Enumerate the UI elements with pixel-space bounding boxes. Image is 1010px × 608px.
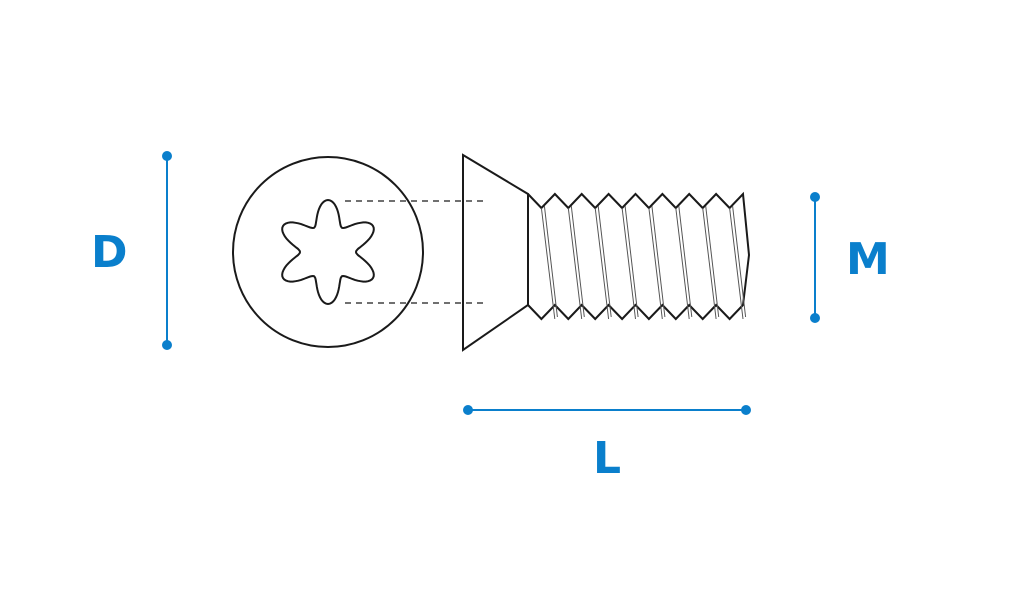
helix-line (621, 207, 636, 320)
helix-line (594, 207, 610, 320)
helix-line (648, 207, 663, 320)
dimension-m (810, 192, 820, 323)
helix-line (543, 205, 558, 318)
helix-line (729, 207, 744, 320)
helix-line (651, 205, 666, 318)
label-diameter: D (91, 227, 128, 278)
helix-line (624, 205, 639, 318)
helix-line (705, 205, 720, 318)
projection-lines (345, 200, 485, 304)
label-length: L (593, 433, 622, 484)
helix-line (702, 207, 717, 320)
helix-line (597, 205, 612, 318)
screw-head-top-view (232, 156, 424, 348)
helix-line (567, 207, 583, 320)
screw-thread (527, 191, 751, 321)
helix-line (678, 205, 693, 318)
helix-line (540, 207, 556, 320)
screw-head-side (462, 153, 529, 352)
helix-line (732, 205, 747, 318)
thread-helix-lines (540, 205, 747, 320)
helix-line (675, 207, 690, 320)
torx-drive-icon (281, 198, 375, 306)
helix-line (570, 205, 585, 318)
dimension-l (463, 405, 751, 415)
dimension-d (162, 151, 172, 350)
label-thread-size: M (846, 234, 890, 285)
